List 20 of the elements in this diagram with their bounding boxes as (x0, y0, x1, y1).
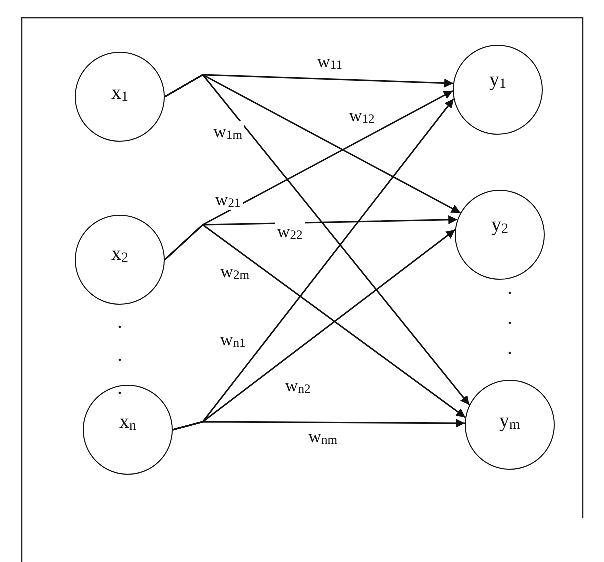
node-label: x$_{1}$ (110, 83, 130, 106)
neuron-circle (455, 190, 545, 280)
ellipsis-dot: . (508, 308, 512, 328)
neuron-circle (83, 385, 173, 475)
arrow (164, 74, 470, 406)
neuron-circle (75, 52, 165, 142)
node-label: y$_{1}$ (488, 70, 508, 92)
node-label: x$_{2}$ (110, 244, 130, 266)
ellipsis-dot: . (118, 345, 122, 365)
arrow (172, 418, 465, 431)
node-label: x$_{n}$ (118, 412, 138, 434)
node-label: y$_{2}$ (490, 215, 510, 238)
neuron-circle (75, 215, 165, 305)
ellipsis-dot: . (118, 312, 122, 332)
neuron-circle (453, 45, 543, 135)
ellipsis-dot: . (508, 278, 512, 298)
ellipsis-dot: . (118, 378, 122, 398)
node-label: y$_{m}$ (498, 411, 522, 434)
ellipsis-dot: . (508, 338, 512, 358)
neuron-circle (465, 380, 555, 470)
